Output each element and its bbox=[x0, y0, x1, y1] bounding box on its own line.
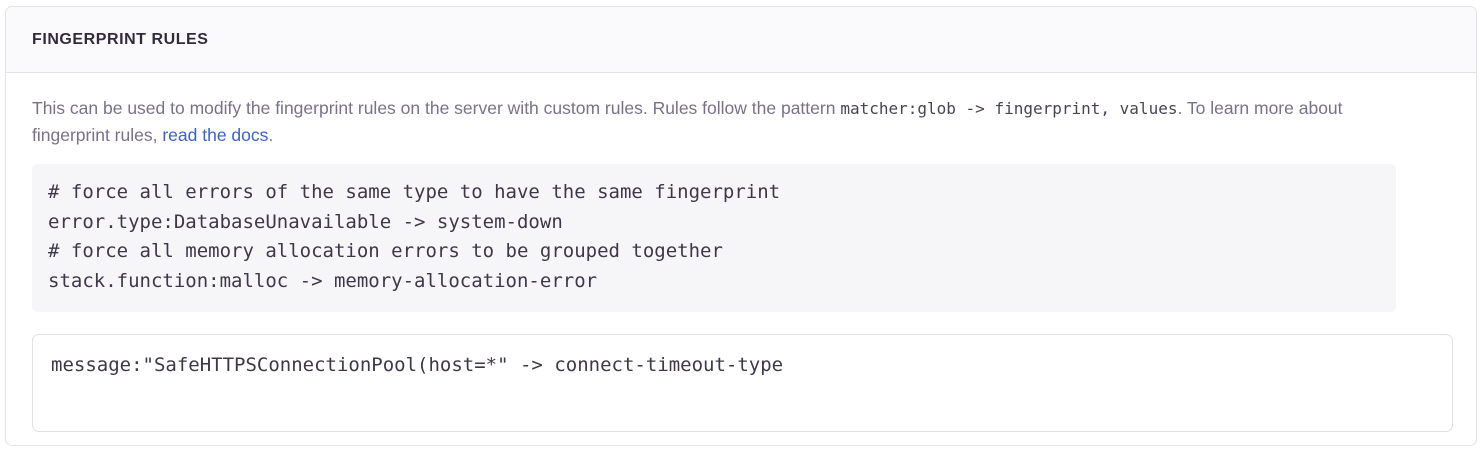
code-line: error.type:DatabaseUnavailable -> system… bbox=[48, 210, 563, 233]
code-line: # force all memory allocation errors to … bbox=[48, 240, 723, 262]
fingerprint-rules-input[interactable] bbox=[32, 334, 1453, 432]
panel-body: This can be used to modify the fingerpri… bbox=[6, 73, 1476, 432]
description-part-2: . To learn more about fingerprint rules, bbox=[32, 98, 1343, 145]
code-line: # force all errors of the same type to h… bbox=[48, 181, 781, 203]
inline-code-pattern: matcher:glob -> fingerprint, values bbox=[840, 99, 1178, 118]
panel-header: FINGERPRINT RULES bbox=[6, 7, 1476, 73]
example-code-block: # force all errors of the same type to h… bbox=[32, 164, 1396, 312]
read-the-docs-link[interactable]: read the docs bbox=[162, 125, 269, 145]
description-text: This can be used to modify the fingerpri… bbox=[32, 95, 1402, 148]
description-part-1: This can be used to modify the fingerpri… bbox=[32, 98, 841, 118]
page-title: FINGERPRINT RULES bbox=[32, 30, 209, 48]
code-line: stack.function:malloc -> memory-allocati… bbox=[48, 269, 598, 292]
fingerprint-rules-panel: FINGERPRINT RULES This can be used to mo… bbox=[5, 6, 1477, 446]
description-part-3: . bbox=[268, 125, 274, 145]
